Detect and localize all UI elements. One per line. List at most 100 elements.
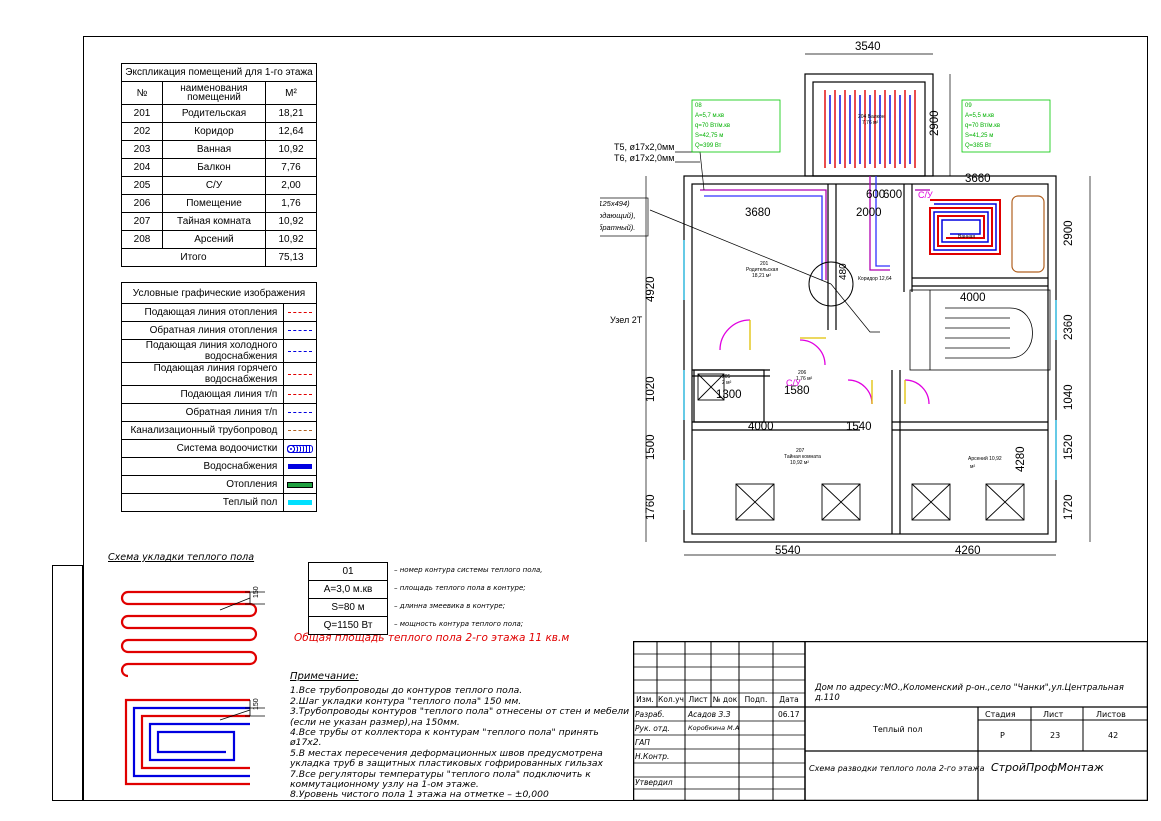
explication-header: М² (265, 81, 317, 105)
dim-4000-stairs: 4000 (960, 292, 986, 304)
title-col-header: Изм. (636, 695, 654, 704)
dim-1720: 1720 (1063, 494, 1075, 520)
room-205-number: 205 (722, 374, 731, 380)
dim-600b: 600 (883, 189, 902, 201)
scheme-title: Схема укладки теплого пола (108, 552, 255, 563)
circuit-09-area: A=5,5 м.кв (965, 113, 994, 119)
pipe-t6-label: T6, ø17х2,0мм (614, 153, 674, 163)
dim-2360: 2360 (1063, 314, 1075, 340)
date-value: 06.17 (778, 710, 800, 719)
legend-swatch (283, 303, 317, 322)
note-item: 4.Все трубы от коллектора к контурам "те… (290, 727, 599, 749)
dim-5540: 5540 (775, 545, 801, 557)
su-label-2: С/У (786, 378, 801, 388)
dim-3680: 3680 (745, 207, 771, 219)
room-207-number: 207 (796, 448, 805, 454)
total-heated-area: Общая площадь теплого пола 2-го этажа 11… (294, 632, 570, 644)
dim-1500: 1500 (645, 434, 657, 460)
explication-cell: 10,92 (265, 212, 317, 231)
collector-label: Коллектор на 2 выхода(обратный). (600, 223, 635, 232)
legend-row: Обратная линия т/п (120, 403, 317, 422)
explication-cell: 2,00 (265, 176, 317, 195)
circuit-09-power: Q=385 Вт (965, 143, 992, 149)
key-row: A=3,0 м.кв (308, 580, 388, 599)
legend-label: Водоснабжения (120, 457, 285, 476)
legend-swatch (283, 475, 317, 494)
explication-cell: 12,64 (265, 122, 317, 141)
circuit-09-label: 09 (965, 103, 972, 109)
note-item: 1.Все трубопроводы до контуров теплого п… (290, 685, 523, 697)
dim-4920: 4920 (645, 276, 657, 302)
legend-swatch (283, 439, 317, 458)
room-202-label: Коридор 12,64 (858, 276, 892, 282)
dim-1540: 1540 (846, 421, 872, 433)
legend-row: Система водоочистки (120, 439, 317, 458)
explication-cell: 205 (121, 176, 163, 195)
pipe-t5-label: T5, ø17х2,0мм (614, 142, 674, 152)
circuit-08-label: 08 (695, 103, 702, 109)
notes-title: Примечание: (290, 671, 359, 682)
binding-strip (52, 565, 83, 801)
scheme-dim-label-2: 150 (253, 698, 260, 710)
legend-swatch (283, 403, 317, 422)
dim-480: 480 (838, 263, 849, 280)
circuit-09-length: S=41,25 м (965, 133, 993, 139)
key-row: S=80 м (308, 598, 388, 617)
title-block-grid (633, 641, 1148, 801)
explication-cell: Балкон (162, 158, 266, 177)
explication-cell: 18,21 (265, 104, 317, 123)
dim-1020: 1020 (645, 376, 657, 402)
room-207-area: 10,92 м² (790, 460, 809, 466)
drawing-frame (83, 36, 1148, 801)
legend-row: Отопления (120, 475, 317, 494)
key-description: – мощность контура теплого пола; (394, 620, 524, 628)
room-203-name: Ванная (958, 234, 975, 240)
explication-cell: Помещение (162, 194, 266, 213)
room-206-number: 206 (798, 370, 807, 376)
note-item: 3.Трубопроводы контуров "теплого пола" о… (290, 706, 630, 728)
explication-cell: С/У (162, 176, 266, 195)
legend-swatch (283, 362, 317, 386)
explication-cell: 10,92 (265, 230, 317, 249)
legend-label: Система водоочистки (120, 439, 285, 458)
room-204-area: 7,76 м² (862, 120, 879, 126)
title-col-header: Кол.уч (658, 695, 684, 704)
legend-label: Подающая линия отопления (120, 303, 285, 322)
explication-cell: 1,76 (265, 194, 317, 213)
circuit-key-table: 01 A=3,0 м.кв S=80 м Q=1150 Вт (308, 562, 388, 635)
circuit-08-area: A=5,7 м.кв (695, 113, 724, 119)
explication-cell: Родительская (162, 104, 266, 123)
author-name: Асадов З.З (688, 710, 731, 719)
explication-cell: 202 (121, 122, 163, 141)
key-row: Q=1150 Вт (308, 616, 388, 635)
room-201-area: 18,21 м² (752, 273, 771, 279)
explication-cell: 203 (121, 140, 163, 159)
dim-600a: 600 (866, 189, 885, 201)
room-201-number: 201 (760, 261, 769, 267)
stage-header: Стадия (985, 710, 1016, 719)
legend-swatch (283, 339, 317, 363)
dim-1520: 1520 (1063, 434, 1075, 460)
dim-2000: 2000 (856, 207, 882, 219)
project-address: Дом по адресу:МО.,Коломенский р-он.,село… (815, 683, 1124, 703)
explication-cell: 201 (121, 104, 163, 123)
room-208-name: Арсений 10,92 (968, 455, 1002, 462)
dim-top-3540: 3540 (855, 41, 881, 53)
room-207-name: Тайная комната (784, 453, 821, 460)
title-col-header: Дата (779, 695, 799, 704)
scheme-dim-label: 150 (253, 586, 260, 598)
explication-header: наименования помещений (162, 81, 266, 105)
explication-cell: 208 (121, 230, 163, 249)
company-name: СтройПрофМонтаж (991, 761, 1104, 774)
legend-swatch (283, 385, 317, 404)
dim-1760: 1760 (645, 494, 657, 520)
legend-row: Подающая линия горячего водоснабжения (120, 362, 317, 386)
legend-label: Подающая линия т/п (120, 385, 285, 404)
dim-1300: 1300 (716, 389, 742, 401)
explication-cell: 7,76 (265, 158, 317, 177)
explication-total-label: Итого (121, 248, 266, 267)
role-label: Н.Контр. (635, 752, 670, 761)
